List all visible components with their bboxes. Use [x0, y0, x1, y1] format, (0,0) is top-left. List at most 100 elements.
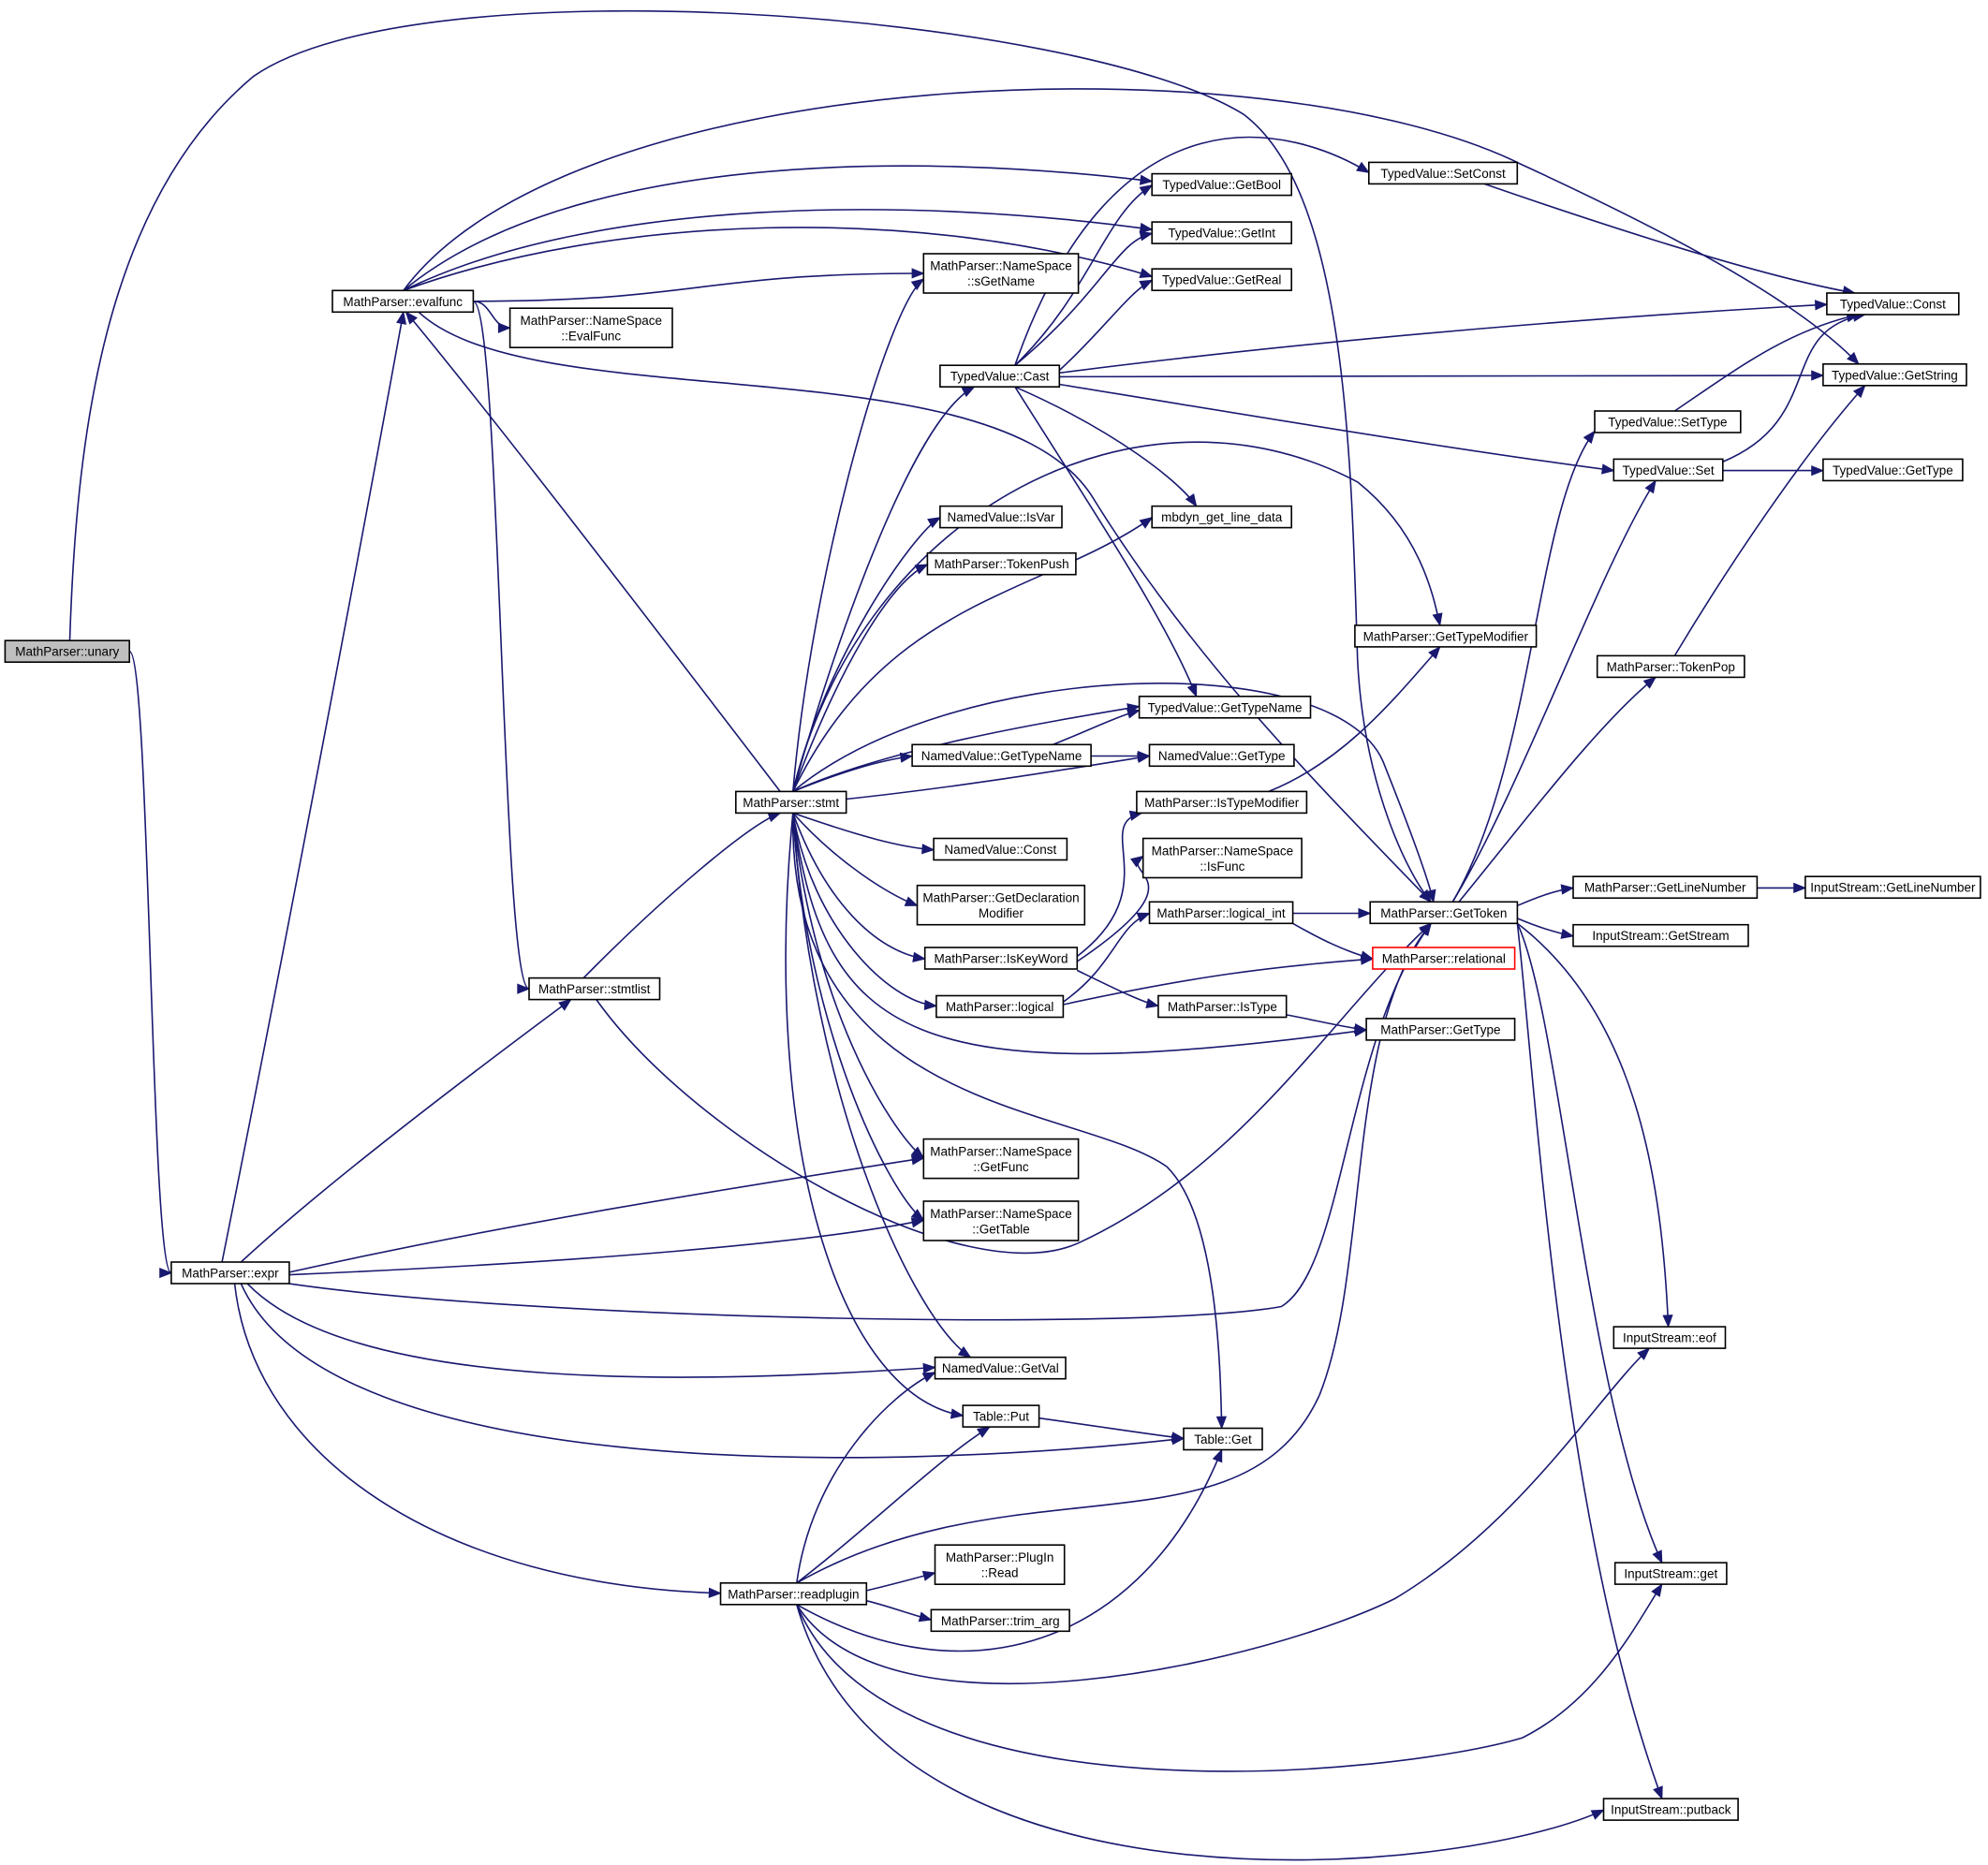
node-gettoken[interactable]: MathParser::GetToken	[1369, 901, 1519, 925]
arrowhead	[1793, 882, 1807, 894]
node-box	[1613, 1562, 1728, 1585]
node-iskeyword[interactable]: MathParser::IsKeyWord	[923, 947, 1079, 970]
node-tput[interactable]: Table::Put	[962, 1404, 1040, 1428]
node-tget[interactable]: Table::Get	[1183, 1427, 1263, 1451]
arrowhead	[899, 752, 914, 763]
edge-istype-to-mp_gettype	[1286, 1014, 1368, 1035]
node-box	[1148, 743, 1295, 768]
node-mbdyn[interactable]: mbdyn_get_line_data	[1151, 505, 1292, 529]
arrowhead	[1145, 998, 1160, 1009]
node-nv-gettypename[interactable]: NamedValue::GetTypeName	[911, 743, 1092, 768]
arrowhead	[1356, 161, 1370, 174]
node-settype[interactable]: TypedValue::SetType	[1594, 410, 1742, 433]
node-relational[interactable]: MathParser::relational	[1372, 947, 1516, 970]
edge-line	[596, 922, 1432, 1254]
node-gettable[interactable]: MathParser::NameSpace::GetTable	[922, 1200, 1080, 1241]
edge-readplugin-to-is_eof	[796, 1347, 1651, 1685]
arrowhead	[1353, 1023, 1368, 1035]
node-getlinenumber[interactable]: MathParser::GetLineNumber	[1572, 875, 1759, 900]
edge-evalfunc-to-getreal	[403, 227, 1154, 292]
node-mp-gettype[interactable]: MathParser::GetType	[1365, 1018, 1516, 1041]
node-tv-gettype[interactable]: TypedValue::GetType	[1822, 458, 1964, 482]
edge-line	[288, 922, 1432, 1321]
edge-stmt-to-gettypemod	[792, 441, 1443, 792]
node-getfunc[interactable]: MathParser::NameSpace::GetFunc	[922, 1138, 1080, 1180]
node-getint[interactable]: TypedValue::GetInt	[1151, 221, 1292, 244]
nodes-layer: MathParser::unaryMathParser::evalfuncMat…	[4, 161, 1981, 1821]
arrowhead	[921, 1372, 936, 1383]
node-ns-evalfunc[interactable]: MathParser::NameSpace::EvalFunc	[508, 307, 673, 349]
node-trimarg[interactable]: MathParser::trim_arg	[930, 1608, 1070, 1633]
node-stmt[interactable]: MathParser::stmt	[734, 790, 847, 815]
edge-expr-to-readplugin	[233, 1284, 722, 1598]
edge-line	[1458, 676, 1657, 903]
node-box	[1822, 458, 1964, 482]
node-unary[interactable]: MathParser::unary	[4, 639, 131, 664]
edge-line	[846, 755, 1150, 800]
arrowhead	[1601, 463, 1615, 475]
node-nv-gettype[interactable]: NamedValue::GetType	[1148, 743, 1295, 768]
node-label: ::sGetName	[967, 274, 1035, 288]
arrowhead	[1360, 950, 1375, 962]
arrowhead	[1814, 300, 1829, 311]
node-sgetname[interactable]: MathParser::NameSpace::sGetName	[922, 253, 1080, 294]
node-nv-const[interactable]: NamedValue::Const	[933, 837, 1068, 861]
edge-readplugin-to-getval	[796, 1372, 936, 1583]
node-istypemod[interactable]: MathParser::IsTypeModifier	[1136, 790, 1308, 815]
node-box	[1572, 923, 1749, 947]
node-readplugin[interactable]: MathParser::readplugin	[719, 1582, 868, 1606]
node-logical-int[interactable]: MathParser::logical_int	[1148, 901, 1294, 925]
arrowhead	[976, 1426, 991, 1438]
edge-line	[1451, 480, 1657, 903]
edge-unary-to-expr	[128, 650, 173, 1279]
edge-setconst-to-tvconst	[1483, 183, 1857, 297]
node-isfunc[interactable]: MathParser::NameSpace::IsFunc	[1141, 837, 1303, 879]
edge-line	[1286, 1014, 1367, 1031]
node-box	[1369, 901, 1519, 925]
node-getbool[interactable]: TypedValue::GetBool	[1151, 172, 1292, 197]
node-pluginread[interactable]: MathParser::PlugIn::Read	[934, 1544, 1066, 1585]
node-tvset[interactable]: TypedValue::Set	[1612, 458, 1724, 482]
node-label: Modifier	[979, 906, 1024, 920]
edge-gettoken-to-tokenpop	[1458, 676, 1657, 903]
node-tvconst[interactable]: TypedValue::Const	[1826, 292, 1960, 316]
node-is-eof[interactable]: InputStream::eof	[1612, 1326, 1727, 1349]
arrowhead	[1358, 907, 1372, 919]
node-setconst[interactable]: TypedValue::SetConst	[1368, 161, 1519, 185]
node-is-get[interactable]: InputStream::get	[1613, 1562, 1728, 1585]
edge-unary-to-gettoken	[68, 9, 1433, 903]
node-gettypemod[interactable]: MathParser::GetTypeModifier	[1354, 624, 1538, 648]
node-stmtlist[interactable]: MathParser::stmtlist	[528, 977, 661, 1001]
arrowhead	[904, 896, 919, 906]
edge-iskeyword-to-istype	[1076, 969, 1160, 1009]
node-box	[1151, 505, 1292, 529]
node-getval[interactable]: NamedValue::GetVal	[934, 1356, 1067, 1380]
arrowhead	[405, 311, 418, 325]
arrowhead	[950, 1408, 965, 1419]
edge-line	[796, 1449, 1223, 1652]
node-label: MathParser::evalfunc	[343, 295, 463, 309]
node-istype[interactable]: MathParser::IsType	[1157, 994, 1288, 1019]
node-evalfunc[interactable]: MathParser::evalfunc	[331, 289, 475, 314]
node-tokenpop[interactable]: MathParser::TokenPop	[1596, 654, 1745, 679]
node-tv-gettypename[interactable]: TypedValue::GetTypeName	[1138, 695, 1312, 719]
node-label: MathParser::TokenPush	[935, 557, 1069, 571]
node-is-getlinenumber[interactable]: InputStream::GetLineNumber	[1804, 875, 1981, 900]
node-getreal[interactable]: TypedValue::GetReal	[1151, 268, 1292, 292]
node-label: TypedValue::GetBool	[1162, 178, 1281, 192]
node-is-getstream[interactable]: InputStream::GetStream	[1572, 923, 1749, 947]
node-getstring[interactable]: TypedValue::GetString	[1822, 362, 1967, 387]
node-is-putback[interactable]: InputStream::putback	[1602, 1798, 1739, 1821]
arrowhead	[1136, 912, 1151, 923]
node-isvar[interactable]: NamedValue::IsVar	[939, 505, 1063, 529]
arrowhead	[921, 844, 935, 855]
node-logical[interactable]: MathParser::logical	[935, 994, 1065, 1019]
node-tokenpush[interactable]: MathParser::TokenPush	[926, 551, 1077, 576]
node-label: ::GetTable	[972, 1222, 1030, 1236]
node-cast[interactable]: TypedValue::Cast	[939, 364, 1061, 389]
node-box	[4, 639, 131, 664]
arrowhead	[1171, 1432, 1185, 1443]
edge-expr-to-gettable	[288, 1217, 925, 1276]
node-expr[interactable]: MathParser::expr	[170, 1261, 290, 1285]
